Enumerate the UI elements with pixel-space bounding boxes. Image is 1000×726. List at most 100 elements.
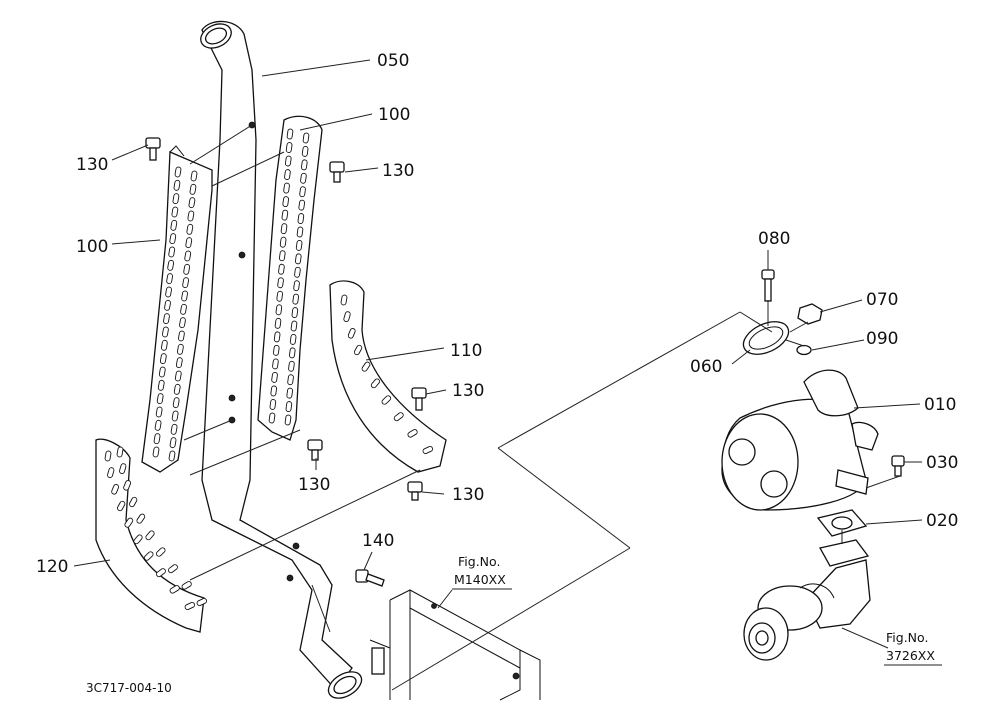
perforation-slot (286, 128, 294, 140)
label-060: 060 (690, 357, 722, 377)
bolt-130-c[interactable] (411, 387, 427, 411)
perforation-slot (173, 383, 181, 395)
bolt-130-b[interactable] (329, 161, 345, 183)
label-110: 110 (450, 341, 482, 361)
perforation-slot (407, 429, 418, 438)
perforation-slot (143, 551, 154, 561)
heat-guard-110[interactable] (329, 280, 447, 473)
perforation-slot (183, 263, 191, 275)
perforation-slot (196, 597, 208, 607)
perforation-slot (174, 166, 182, 178)
perforation-slot (168, 564, 178, 574)
perforation-slot (269, 399, 277, 410)
bolt-130-e[interactable] (407, 481, 423, 501)
perforation-slot (157, 379, 165, 391)
perforation-slot (287, 374, 294, 386)
fig-ref-caption-1: Fig.No. (458, 554, 500, 569)
perforation-slot (289, 334, 297, 345)
perforation-slot (124, 517, 134, 528)
label-030: 030 (926, 453, 958, 473)
perforation-slot (393, 412, 404, 422)
perforation-slot (290, 320, 298, 332)
perforation-slot (154, 419, 162, 431)
perforation-slot (340, 294, 348, 306)
heat-guard-120[interactable] (95, 438, 208, 633)
perforation-slot (160, 339, 168, 351)
perforation-slot (156, 393, 164, 405)
perforation-slot (117, 500, 126, 512)
perforation-slot (169, 585, 180, 594)
perforation-slot (361, 361, 371, 372)
perforation-slot (171, 410, 179, 422)
perforation-slot (155, 547, 166, 557)
perforation-slot (277, 277, 284, 289)
label-090: 090 (866, 329, 898, 349)
perforation-slot (167, 259, 175, 271)
label-100-left: 100 (76, 237, 108, 257)
label-140: 140 (362, 531, 394, 551)
gasket-020[interactable] (816, 509, 868, 537)
heat-guard-100-right[interactable] (257, 115, 323, 441)
perforation-slot (190, 170, 198, 182)
perforation-slot (281, 209, 289, 221)
perforation-slot (123, 480, 132, 491)
perforation-slot (164, 299, 171, 311)
perforation-slot (279, 236, 287, 248)
perforation-slot (297, 213, 305, 224)
perforation-slot (422, 445, 434, 455)
perforation-slot (284, 169, 291, 180)
perforation-slot (133, 534, 143, 545)
label-130-c: 130 (452, 381, 484, 401)
muffler-010[interactable] (721, 369, 879, 511)
perforation-slot (180, 303, 187, 315)
perforation-slot (296, 226, 304, 238)
perforation-slot (271, 372, 278, 383)
perforation-slot (270, 385, 278, 397)
bolt-080[interactable] (761, 269, 775, 302)
perforation-slot (181, 290, 188, 302)
perforation-slot (162, 326, 169, 338)
label-130-b: 130 (382, 161, 414, 181)
bolt-130-d[interactable] (307, 439, 323, 461)
bolt-130-a[interactable] (145, 137, 161, 161)
perforation-slot (159, 353, 167, 365)
perforation-slot (268, 412, 276, 424)
perforation-slot (278, 263, 285, 275)
perforation-slot (298, 199, 306, 211)
frame-m140xx (369, 589, 541, 701)
assembly-lines (183, 124, 901, 691)
perforation-slot (274, 317, 282, 329)
label-080: 080 (758, 229, 790, 249)
perforation-slot (178, 330, 185, 342)
perforation-slot (168, 246, 176, 258)
perforation-slot (284, 155, 292, 167)
perforation-slot (155, 406, 163, 418)
washer-090[interactable] (796, 344, 812, 356)
turbocharger-3726xx (743, 539, 871, 661)
fig-ref-caption-2: Fig.No. (886, 630, 928, 645)
label-010: 010 (924, 395, 956, 415)
bolt-030[interactable] (891, 455, 905, 477)
perforation-slot (156, 568, 166, 578)
bolt-140[interactable] (355, 569, 385, 587)
perforation-slot (381, 395, 392, 405)
perforation-slot (283, 182, 290, 194)
label-020: 020 (926, 511, 958, 531)
perforation-slot (170, 219, 178, 231)
label-120: 120 (36, 557, 68, 577)
perforation-slot (288, 360, 295, 372)
leader-lines (73, 59, 923, 649)
clamp-060[interactable] (738, 315, 793, 361)
perforation-slot (286, 387, 294, 399)
perforation-slot (172, 193, 180, 205)
perforation-slot (343, 311, 351, 323)
heat-guard-100-left[interactable] (141, 145, 213, 473)
perforation-slot (107, 467, 115, 479)
perforation-slot (291, 307, 299, 318)
perforation-slot (173, 179, 181, 191)
label-130-d: 130 (298, 475, 330, 495)
perforation-slot (182, 277, 190, 289)
perforation-slot (284, 414, 292, 426)
nut-070[interactable] (797, 303, 823, 325)
